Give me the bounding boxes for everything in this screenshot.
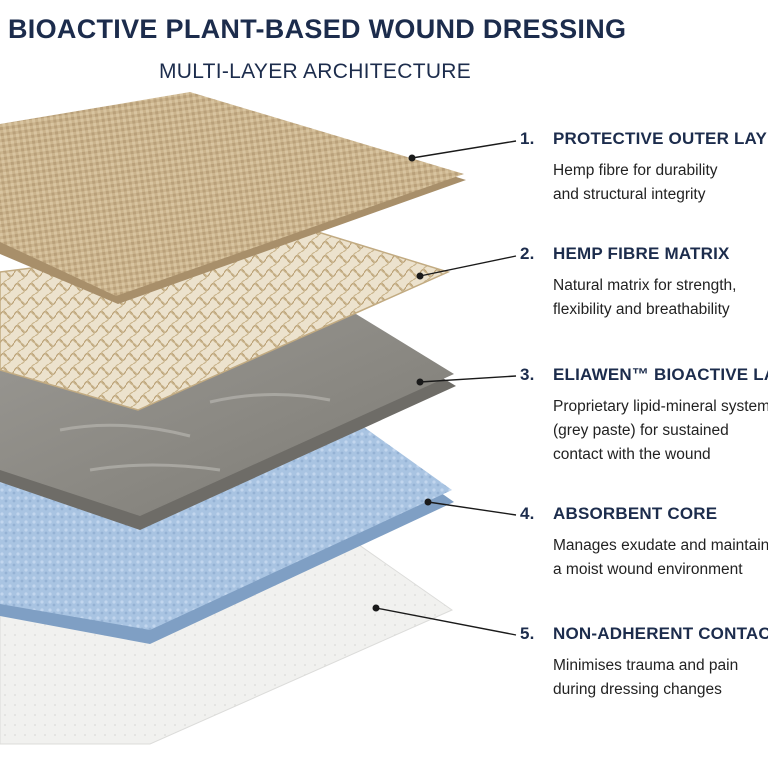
callout-description-line: and structural integrity	[553, 186, 706, 203]
leader-dot-2	[416, 272, 424, 280]
callout-layer-1: 1. PROTECTIVE OUTER LAYER Hemp fibre for d…	[520, 128, 768, 207]
callout-description-line: a moist wound environment	[553, 561, 743, 578]
callout-description-line: Minimises trauma and pain	[553, 657, 739, 674]
callout-layer-name: ELIAWEN™ BIOACTIVE LAYER	[553, 365, 768, 384]
leader-line-4	[427, 501, 517, 516]
callout-number: 5.	[520, 624, 535, 643]
callout-description-line: (grey paste) for sustained	[553, 422, 729, 439]
callout-heading: 2. HEMP FIBRE MATRIX	[520, 243, 768, 265]
callout-layer-name: HEMP FIBRE MATRIX	[553, 244, 730, 263]
callout-number: 1.	[520, 129, 535, 148]
callout-layer-name: PROTECTIVE OUTER LAYER	[553, 129, 768, 148]
callout-description-line: Natural matrix for strength,	[553, 277, 737, 294]
callout-number: 4.	[520, 504, 535, 523]
callout-layer-3: 3. ELIAWEN™ BIOACTIVE LAYER Proprietary li…	[520, 364, 768, 467]
leader-line-5	[375, 607, 517, 636]
callout-heading: 3. ELIAWEN™ BIOACTIVE LAYER	[520, 364, 768, 386]
callout-description-line: flexibility and breathability	[553, 301, 730, 318]
leader-dot-1	[408, 154, 416, 162]
callout-heading: 4. ABSORBENT CORE	[520, 503, 768, 525]
leader-line-3	[419, 375, 517, 383]
callout-description: Minimises trauma and pain during dressing…	[553, 654, 768, 702]
callout-layer-name: NON-ADHERENT CONTACT LAYER	[553, 624, 768, 643]
page-title: BIOACTIVE PLANT-BASED WOUND DRESSING	[8, 14, 627, 44]
callout-heading: 5. NON-ADHERENT CONTACT LAYER	[520, 623, 768, 645]
callout-description: Natural matrix for strength, flexibility …	[553, 274, 768, 322]
callout-description: Hemp fibre for durability and structural …	[553, 159, 768, 207]
callout-description-line: contact with the wound	[553, 446, 711, 463]
callout-layer-2: 2. HEMP FIBRE MATRIX Natural matrix for st…	[520, 243, 768, 322]
leader-dot-3	[416, 378, 424, 386]
callout-number: 2.	[520, 244, 535, 263]
callout-layer-4: 4. ABSORBENT CORE Manages exudate and main…	[520, 503, 768, 582]
callout-description: Proprietary lipid-mineral system (grey pa…	[553, 395, 768, 467]
callout-layer-5: 5. NON-ADHERENT CONTACT LAYER Minimises tr…	[520, 623, 768, 702]
page-subtitle: MULTI-LAYER ARCHITECTURE	[158, 60, 472, 83]
callout-leader-lines	[372, 140, 517, 636]
leader-line-2	[419, 255, 517, 277]
callout-description-line: Manages exudate and maintains	[553, 537, 768, 554]
layer-1-outer-weave	[0, 92, 466, 304]
callout-description: Manages exudate and maintains a moist wou…	[553, 534, 768, 582]
leader-dot-5	[372, 604, 380, 612]
leader-dot-4	[424, 498, 432, 506]
leader-line-1	[411, 140, 517, 159]
callout-heading: 1. PROTECTIVE OUTER LAYER	[520, 128, 768, 150]
callout-description-line: Hemp fibre for durability	[553, 162, 718, 179]
callout-layer-name: ABSORBENT CORE	[553, 504, 718, 523]
callout-description-line: Proprietary lipid-mineral system	[553, 398, 768, 415]
callout-number: 3.	[520, 365, 535, 384]
callout-description-line: during dressing changes	[553, 681, 722, 698]
